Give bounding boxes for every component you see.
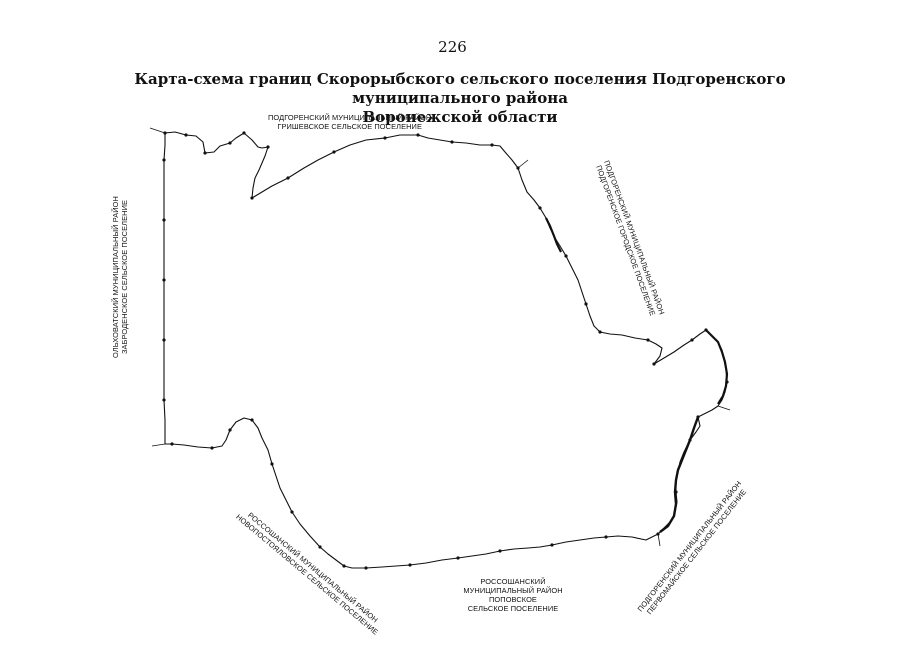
boundary-east-bold-2 [705, 329, 729, 405]
neighbor-south-line-3: ПОПОВСКОЕ [489, 595, 537, 604]
boundary-north [164, 131, 519, 199]
page-number: 226 [438, 38, 467, 56]
neighbor-west-label: ОЛЬХОВАТСКИЙ МУНИЦИПАЛЬНЫЙ РАЙОН ЗАБРОДЕ… [111, 172, 129, 382]
map-title-line-2: Воронежской области [362, 108, 558, 126]
neighbor-north-line-1: ПОДГОРЕНСКИЙ МУНИЦИПАЛЬНЫЙ РАЙОН [268, 113, 432, 122]
neighbor-south-label: РОССОШАНСКИЙ МУНИЦИПАЛЬНЫЙ РАЙОН ПОПОВСК… [458, 577, 568, 613]
boundary-west [163, 133, 166, 444]
boundary-south [165, 417, 659, 569]
settlement-boundary [163, 131, 729, 569]
neighbor-south-line-2: МУНИЦИПАЛЬНЫЙ РАЙОН [463, 586, 563, 595]
map-title: Карта-схема границ Скорорыбского сельско… [90, 70, 830, 127]
neighbor-north-label: ПОДГОРЕНСКИЙ МУНИЦИПАЛЬНЫЙ РАЙОН ГРИШЕВС… [268, 113, 431, 131]
neighbor-south-line-1: РОССОШАНСКИЙ [480, 577, 546, 586]
boundary-east-bold [545, 217, 562, 253]
neighbor-west-line-2: ЗАБРОДЕНСКОЕ СЕЛЬСКОЕ ПОСЕЛЕНИЕ [120, 199, 129, 355]
neighbor-west-line-1: ОЛЬХОВАТСКИЙ МУНИЦИПАЛЬНЫЙ РАЙОН [111, 196, 120, 358]
map-title-line-1: Карта-схема границ Скорорыбского сельско… [134, 70, 786, 107]
neighbor-south-line-4: СЕЛЬСКОЕ ПОСЕЛЕНИЕ [467, 604, 559, 613]
boundary-nodes [162, 131, 729, 570]
boundary-southeast-bold [659, 416, 700, 533]
boundary-extensions [149, 127, 731, 547]
neighbor-north-line-2: ГРИШЕВСКОЕ СЕЛЬСКОЕ ПОСЕЛЕНИЕ [277, 122, 422, 131]
